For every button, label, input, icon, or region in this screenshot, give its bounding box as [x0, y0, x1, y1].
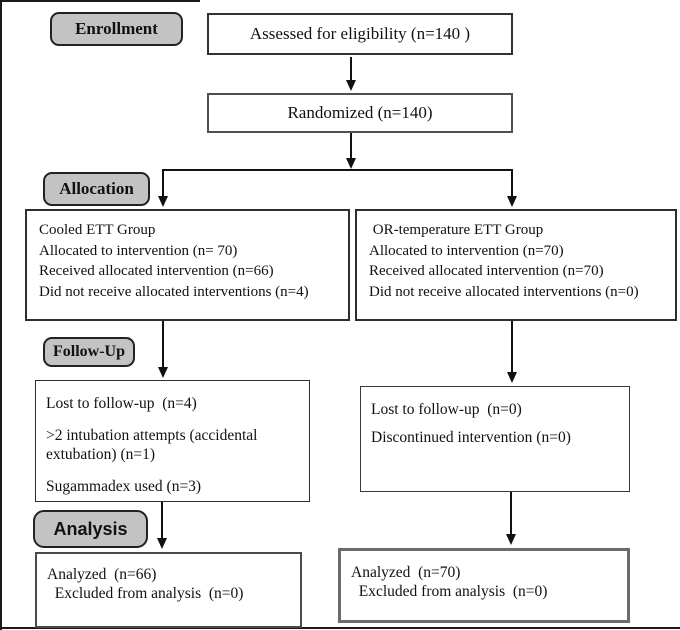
- stage-label-analysis-text: Analysis: [53, 518, 128, 539]
- allocation-cooled-line: Allocated to intervention (n= 70): [39, 242, 238, 259]
- frame-top-edge: [0, 0, 200, 2]
- box-allocation-or-temperature-group: OR-temperature ETT Group Allocated to in…: [355, 209, 677, 321]
- box-analysis-cooled-group: Analyzed (n=66) Excluded from analysis (…: [35, 552, 302, 628]
- allocation-cooled-line: Cooled ETT Group: [39, 222, 156, 238]
- followup-or-temp-item: Lost to follow-up (n=0): [371, 401, 522, 418]
- allocation-cooled-line: Received allocated intervention (n=66): [39, 263, 274, 279]
- stage-label-allocation: Allocation: [43, 172, 150, 206]
- allocation-or-temp-line: Did not receive allocated interventions …: [369, 283, 639, 300]
- allocation-or-temp-line: OR-temperature ETT Group: [369, 222, 544, 238]
- arrow-cooled-followup-to-analysis: [156, 502, 168, 549]
- analysis-cooled-line: Excluded from analysis (n=0): [47, 585, 244, 602]
- box-randomized: Randomized (n=140): [207, 93, 513, 133]
- box-followup-or-temperature-group: Lost to follow-up (n=0) Discontinued int…: [360, 386, 630, 492]
- followup-cooled-item: >2 intubation attempts (accidental extub…: [46, 427, 262, 463]
- box-assessed-eligibility-text: Assessed for eligibility (n=140 ): [249, 24, 471, 43]
- box-randomized-text: Randomized (n=140): [287, 103, 433, 122]
- arrow-cooled-allocation-to-followup: [157, 321, 169, 378]
- allocation-cooled-line: Did not receive allocated interventions …: [39, 283, 309, 300]
- stage-label-enrollment: Enrollment: [50, 12, 183, 46]
- allocation-or-temp-line: Received allocated intervention (n=70): [369, 263, 604, 279]
- analysis-or-temp-line: Excluded from analysis (n=0): [351, 583, 548, 600]
- analysis-or-temp-line: Analyzed (n=70): [351, 564, 461, 581]
- arrow-assessed-to-randomized: [345, 57, 357, 91]
- arrow-split-to-cooled-allocation: [157, 170, 169, 207]
- arrow-or-temp-followup-to-analysis: [505, 492, 517, 545]
- followup-cooled-item: Lost to follow-up (n=4): [46, 395, 197, 412]
- frame-left-edge: [0, 0, 2, 630]
- stage-label-enrollment-text: Enrollment: [75, 19, 158, 38]
- stage-label-followup: Follow-Up: [43, 337, 135, 367]
- allocation-or-temp-line: Allocated to intervention (n=70): [369, 242, 564, 259]
- box-analysis-or-temperature-group: Analyzed (n=70) Excluded from analysis (…: [338, 548, 630, 623]
- box-allocation-cooled-group: Cooled ETT Group Allocated to interventi…: [25, 209, 350, 321]
- arrow-randomized-to-split: [345, 133, 357, 169]
- box-assessed-eligibility: Assessed for eligibility (n=140 ): [207, 13, 513, 55]
- arrow-split-to-or-temp-allocation: [506, 170, 518, 207]
- arrow-or-temp-allocation-to-followup: [506, 321, 518, 383]
- followup-or-temp-item: Discontinued intervention (n=0): [371, 429, 571, 446]
- followup-cooled-item: Sugammadex used (n=3): [46, 478, 202, 495]
- stage-label-analysis: Analysis: [33, 510, 148, 548]
- split-horizontal-line: [162, 169, 513, 171]
- stage-label-followup-text: Follow-Up: [53, 343, 125, 360]
- box-followup-cooled-group: Lost to follow-up (n=4) >2 intubation at…: [35, 380, 310, 502]
- stage-label-allocation-text: Allocation: [59, 179, 134, 198]
- analysis-cooled-line: Analyzed (n=66): [47, 566, 157, 583]
- frame-bottom-edge: [0, 627, 680, 629]
